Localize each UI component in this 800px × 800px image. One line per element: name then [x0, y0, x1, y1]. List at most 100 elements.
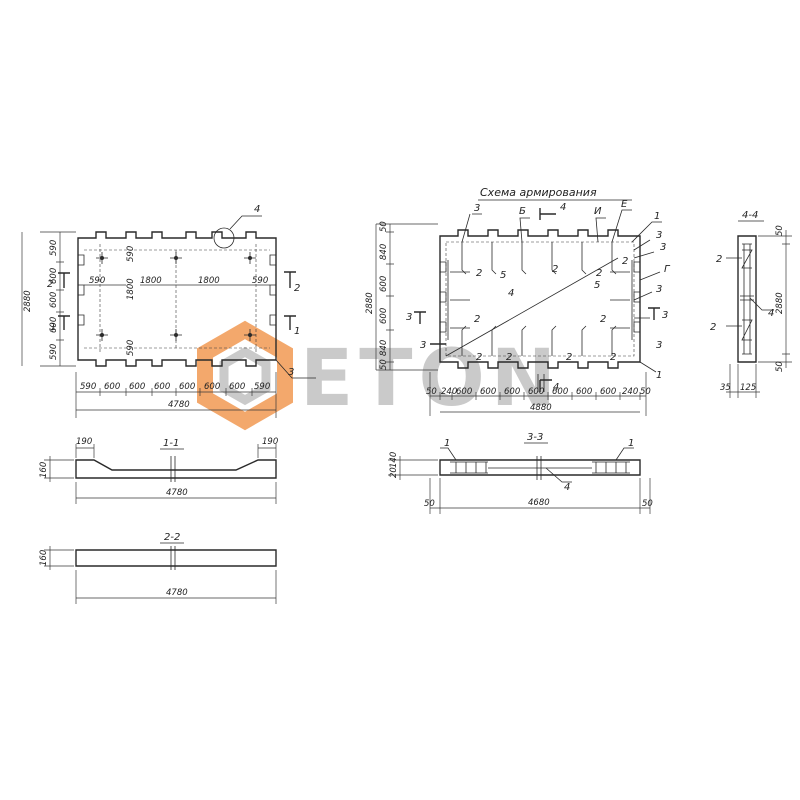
watermark-hexagon-icon [197, 320, 293, 431]
plan-inner-dim: 1800 [126, 278, 136, 300]
plan-left-dim: 600 [49, 268, 59, 284]
scheme-top-label: И [594, 206, 602, 217]
watermark: ETON [197, 320, 556, 431]
scheme-inner-label: 5 [500, 270, 506, 281]
plan-bottom-dim: 600 [179, 382, 195, 392]
scheme-right-label: 1 [656, 370, 662, 381]
plan-bottom-dim: 600 [229, 382, 245, 392]
plan-overall-width: 4780 [168, 400, 190, 410]
section-1-1-dim: 190 [262, 437, 278, 447]
plan-bottom-dim: 600 [154, 382, 170, 392]
plan-inner-dim: 590 [126, 340, 136, 356]
plan-bottom-dim: 600 [104, 382, 120, 392]
plan-section-mark: 2 [47, 279, 53, 290]
scheme-inner-label: 2 [566, 352, 572, 363]
section-2-2: 2-2 160 4780 [39, 532, 277, 604]
section-1-1: 1-1 190 190 160 4780 [39, 437, 278, 504]
scheme-top-label: Б [519, 206, 526, 217]
plan-outline [77, 231, 277, 367]
scheme-bottom-mark: 4 [553, 382, 559, 393]
scheme-left-dim: 840 [379, 340, 389, 356]
scheme-left-label: 2 [600, 314, 606, 325]
plan-section-mark: 1 [294, 326, 300, 337]
plan-inner-dim: 1800 [198, 276, 220, 286]
plan-view: 4 590 1800 1800 590 1800 590 590 2880 59… [21, 204, 316, 418]
scheme-left-dim: 600 [379, 276, 389, 292]
section-1-1-title: 1-1 [163, 438, 179, 449]
scheme-right-label: 3 [656, 230, 662, 241]
plan-left-dim: 600 [49, 292, 59, 308]
section-3-3-edge: 50 [424, 499, 435, 509]
scheme-bottom-dim: 240 [622, 387, 638, 397]
scheme-inner-label: 2 [552, 264, 558, 275]
scheme-bottom-dim: 600 [600, 387, 616, 397]
plan-section-mark: 1 [50, 322, 56, 333]
section-3-3-label: 1 [628, 438, 634, 449]
section-3-3-height: 140 [389, 452, 399, 468]
scheme-overall-height: 2880 [365, 292, 375, 314]
section-3-3-height: 20 [389, 467, 399, 478]
section-3-3-width: 4680 [528, 498, 550, 508]
scheme-bottom-dim: 600 [456, 387, 472, 397]
scheme-left-dim: 50 [379, 221, 389, 232]
scheme-title: Схема армирования [480, 186, 597, 199]
section-4-4: 4-4 2 2 4 50 2880 50 35 125 [710, 210, 792, 398]
scheme-top-label: 1 [654, 211, 660, 222]
plan-left-dim: 600 [49, 317, 59, 333]
section-4-4-label: 2 [716, 254, 722, 265]
section-4-4-width: 35 [720, 383, 731, 393]
scheme-bottom-dim: 600 [576, 387, 592, 397]
scheme-inner-label: 2 [610, 352, 616, 363]
scheme-left-dim: 50 [379, 359, 389, 370]
scheme-section-mark: 3 [662, 310, 668, 321]
scheme-bottom-dim: 50 [426, 387, 437, 397]
section-3-3: 3-3 1 1 4 20 140 50 4680 50 [388, 432, 653, 514]
scheme-bottom-dim: 600 [552, 387, 568, 397]
plan-bottom-dim: 600 [204, 382, 220, 392]
scheme-inner-label: 2 [476, 352, 482, 363]
scheme-right-label: 3 [656, 340, 662, 351]
section-2-2-width: 4780 [166, 588, 188, 598]
section-3-3-label: 4 [564, 482, 570, 493]
scheme-bottom-dim: 600 [504, 387, 520, 397]
scheme-inner-label: 2 [596, 268, 602, 279]
section-4-4-label: 2 [710, 322, 716, 333]
section-4-4-title: 4-4 [742, 210, 758, 221]
reinforcement-scheme: Схема армирования 3 Б 4 И Е 1 3 3 Г 3 3 [365, 186, 671, 416]
scheme-left-label: 3 [406, 312, 412, 323]
plan-inner-dim: 590 [252, 276, 268, 286]
scheme-overall-width: 4880 [530, 403, 552, 413]
section-4-4-bottom: 50 [775, 361, 785, 372]
scheme-inner-label: 2 [622, 256, 628, 267]
plan-inner-dim: 590 [126, 246, 136, 262]
plan-section-mark: 3 [288, 367, 294, 378]
scheme-inner-label: 2 [506, 352, 512, 363]
section-3-3-title: 3-3 [527, 432, 543, 443]
scheme-left-dim: 600 [379, 308, 389, 324]
plan-lifting-marks [96, 252, 256, 341]
section-3-3-label: 1 [444, 438, 450, 449]
section-1-1-height: 160 [39, 462, 49, 478]
plan-bottom-dim: 590 [254, 382, 270, 392]
scheme-top-label: Е [621, 199, 628, 210]
plan-left-dim: 590 [49, 240, 59, 256]
plan-callout-circle [213, 227, 235, 249]
scheme-left-dim: 840 [379, 244, 389, 260]
plan-inner-dim: 1800 [140, 276, 162, 286]
section-4-4-height: 2880 [775, 292, 785, 314]
plan-bottom-dim: 600 [129, 382, 145, 392]
plan-inner-dim: 590 [89, 276, 105, 286]
scheme-bottom-dim: 50 [640, 387, 651, 397]
scheme-inner-label: 5 [594, 280, 600, 291]
scheme-left-label: 2 [474, 314, 480, 325]
plan-callout-label: 4 [254, 204, 260, 215]
scheme-bottom-dim: 600 [480, 387, 496, 397]
section-2-2-height: 160 [39, 550, 49, 566]
scheme-bottom-dim: 240 [441, 387, 457, 397]
scheme-top-label: 4 [560, 202, 566, 213]
section-1-1-width: 4780 [166, 488, 188, 498]
plan-bottom-dim: 590 [80, 382, 96, 392]
scheme-top-label: 3 [474, 203, 480, 214]
